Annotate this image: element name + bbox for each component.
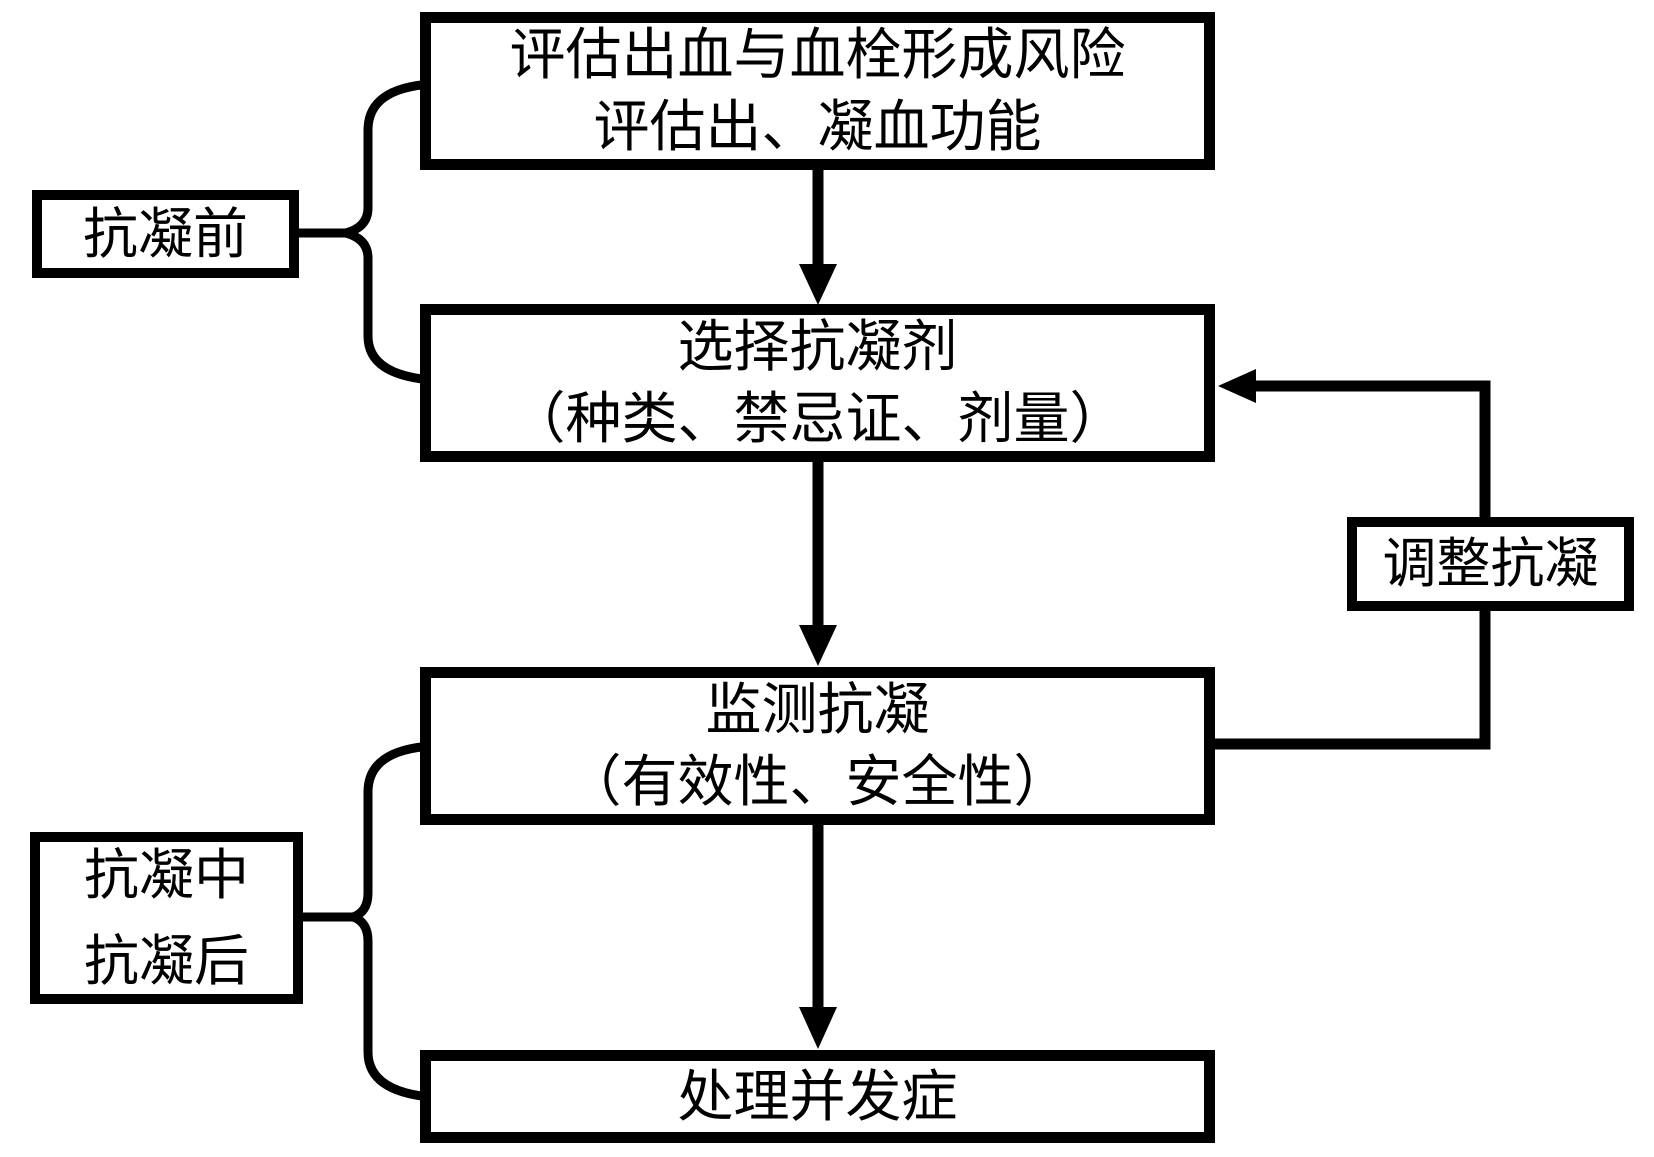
monitor-anticoagulation-box: 监测抗凝 （有效性、安全性）	[420, 667, 1215, 825]
after-anticoagulation-label: 抗凝后	[83, 930, 249, 992]
monitor-anticoagulation-line2: （有效性、安全性）	[565, 750, 1070, 813]
pre-anticoagulation-label: 抗凝前	[82, 203, 248, 265]
handle-complications-box: 处理并发症	[420, 1050, 1215, 1143]
select-anticoagulant-line1: 选择抗凝剂	[677, 315, 958, 378]
handle-complications-line1: 处理并发症	[677, 1064, 958, 1128]
assess-risk-line1: 评估出血与血栓形成风险	[509, 23, 1126, 86]
arrow-select-to-monitor-head	[799, 625, 837, 666]
arrow-monitor-to-handle-head	[799, 1007, 837, 1049]
select-anticoagulant-line2: （种类、禁忌证、剂量）	[509, 387, 1126, 450]
during-after-anticoagulation-label-box: 抗凝中 抗凝后	[30, 832, 303, 1004]
monitor-anticoagulation-line1: 监测抗凝	[705, 678, 930, 741]
pre-anticoagulation-label-box: 抗凝前	[32, 190, 299, 278]
during-anticoagulation-label: 抗凝中	[83, 844, 249, 906]
arrow-assess-to-select-head	[799, 264, 837, 305]
feedback-loop-arrow-head	[1218, 369, 1256, 403]
assess-risk-box: 评估出血与血栓形成风险 评估出、凝血功能	[420, 12, 1215, 170]
select-anticoagulant-box: 选择抗凝剂 （种类、禁忌证、剂量）	[420, 304, 1215, 462]
adjust-anticoagulation-box: 调整抗凝	[1347, 517, 1634, 611]
adjust-anticoagulation-label: 调整抗凝	[1382, 534, 1599, 594]
assess-risk-line2: 评估出、凝血功能	[593, 95, 1042, 158]
